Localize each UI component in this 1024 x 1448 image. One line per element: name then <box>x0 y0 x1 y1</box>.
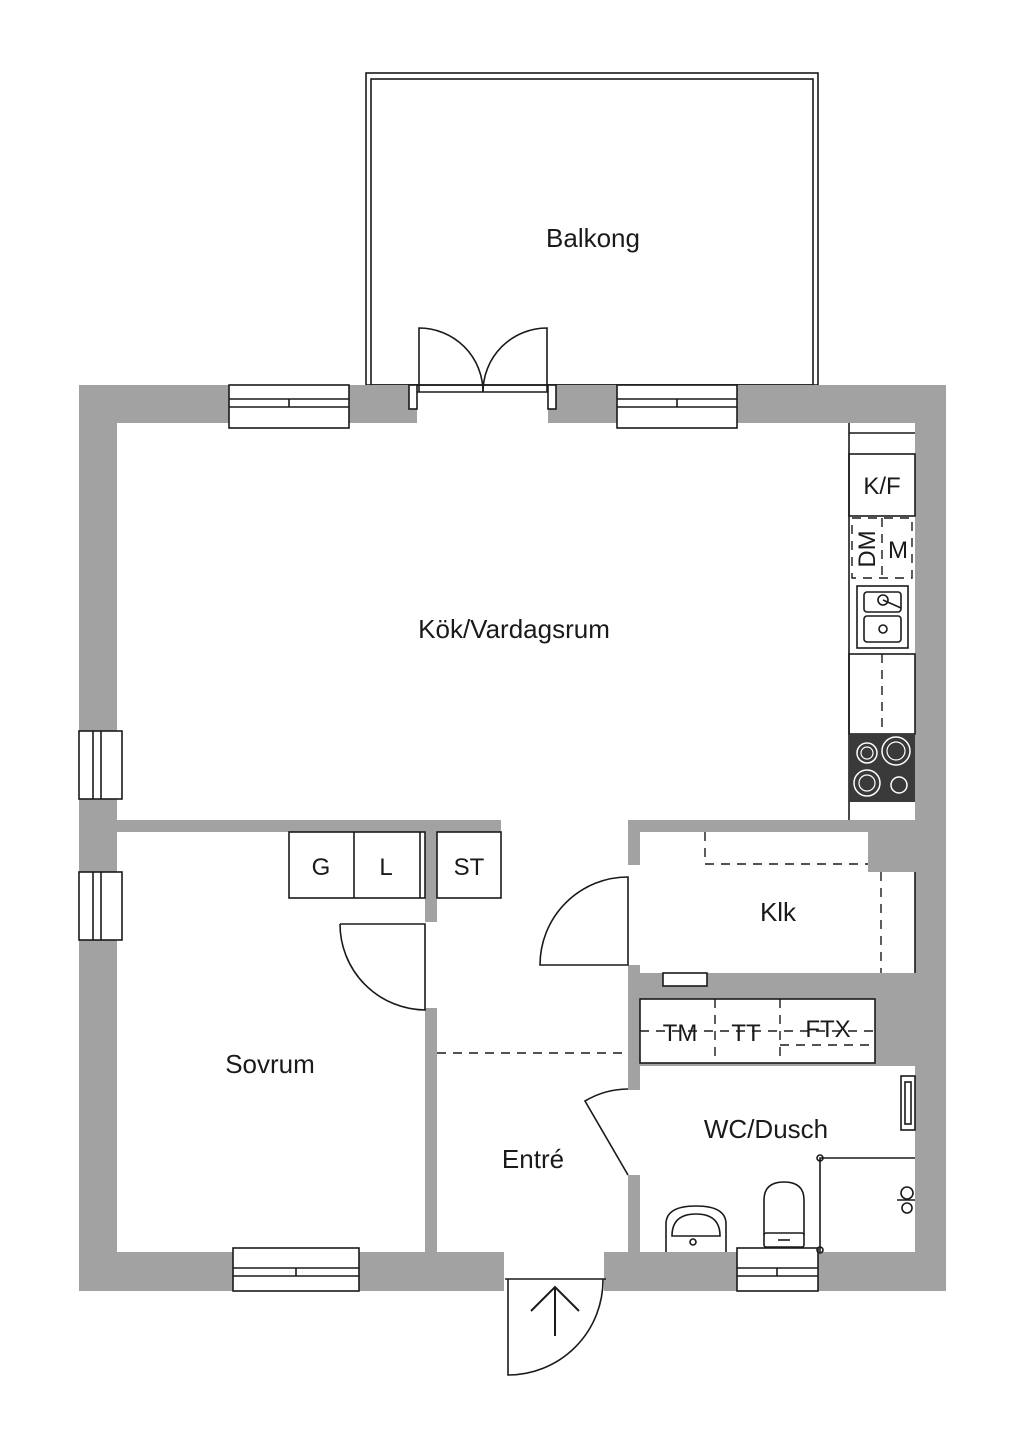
bedroom-label: Sovrum <box>225 1049 315 1079</box>
storage-label: ST <box>454 854 485 881</box>
balcony-door[interactable] <box>417 327 548 393</box>
walls <box>79 385 946 1291</box>
microwave-label: M <box>888 537 908 564</box>
kitchen-living-label: Kök/Vardagsrum <box>418 614 610 644</box>
entrance-door[interactable] <box>505 1278 606 1376</box>
window-icon <box>78 871 123 941</box>
window-icon <box>616 384 738 429</box>
sink-icon <box>856 585 909 649</box>
entrance-label: Entré <box>502 1144 564 1174</box>
dishwasher-label: DM <box>854 530 881 567</box>
door-swing-icon[interactable] <box>339 923 426 1011</box>
window-icon <box>232 1247 360 1292</box>
balcony-label: Balkong <box>546 223 640 253</box>
washer-label: TM <box>663 1020 698 1047</box>
closet-label: Klk <box>760 897 797 927</box>
window-icon <box>78 730 123 800</box>
shower-rail <box>816 1154 915 1254</box>
bathroom-label: WC/Dusch <box>704 1114 828 1144</box>
entrance-arrow-icon <box>530 1285 580 1336</box>
door-swing-icon[interactable] <box>539 876 629 966</box>
wardrobe-l-label: L <box>379 854 392 881</box>
sink-icon <box>665 1205 727 1252</box>
wardrobe-g-label: G <box>312 854 331 881</box>
dryer-label: TT <box>731 1020 761 1047</box>
fridge-freezer-label: K/F <box>863 473 900 500</box>
ventilation-label: FTX <box>805 1016 850 1043</box>
bathroom-radiator <box>900 1075 916 1131</box>
stove-icon <box>849 734 915 802</box>
wardrobes <box>288 831 502 899</box>
door-swing-icon[interactable] <box>583 1088 629 1176</box>
shower-head-icon <box>897 1186 915 1214</box>
window-icon <box>736 1247 819 1292</box>
window-icon <box>228 384 350 429</box>
toilet-icon <box>763 1181 805 1248</box>
